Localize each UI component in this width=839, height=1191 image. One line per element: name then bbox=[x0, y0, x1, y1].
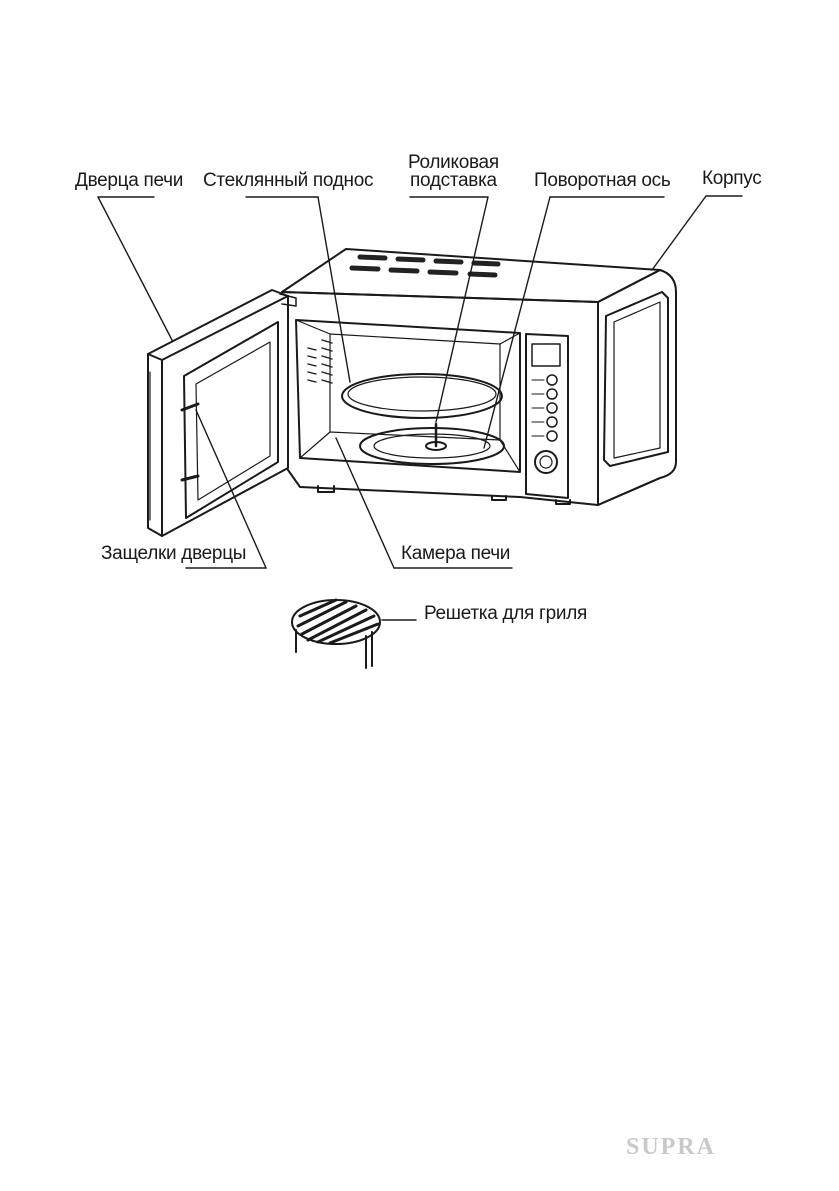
label-latches: Защелки дверцы bbox=[101, 543, 247, 564]
microwave-body bbox=[281, 248, 677, 506]
label-roller-ring-line1: Роликовая bbox=[408, 152, 499, 173]
label-glass-tray: Стеклянный поднос bbox=[203, 170, 374, 191]
grill-rack bbox=[291, 598, 381, 669]
brand-logo: SUPRA bbox=[626, 1134, 717, 1160]
label-door: Дверца печи bbox=[75, 170, 184, 191]
leader-lines bbox=[97, 195, 743, 621]
label-case: Корпус bbox=[702, 168, 762, 189]
label-shaft: Поворотная ось bbox=[534, 170, 671, 191]
label-grill-rack: Решетка для гриля bbox=[424, 603, 587, 624]
open-door bbox=[147, 289, 297, 537]
label-cavity: Камера печи bbox=[401, 543, 511, 564]
label-roller-ring-line2: подставка bbox=[410, 170, 497, 191]
